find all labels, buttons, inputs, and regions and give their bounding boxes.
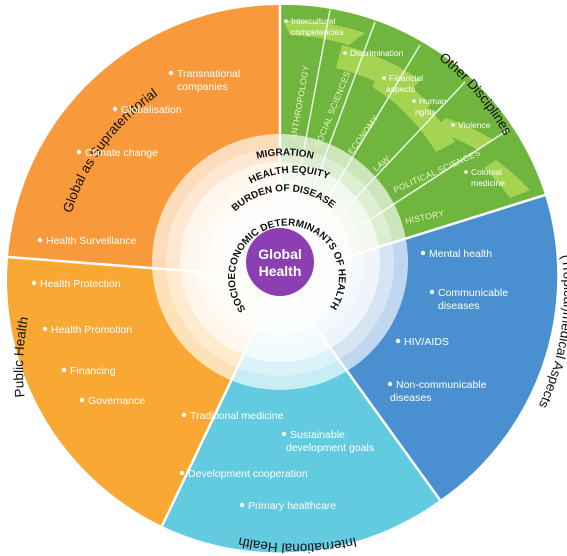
item-intercultural-line2: competencies — [291, 27, 343, 37]
item-primary-healthcare: Primary healthcare — [248, 500, 336, 512]
item-traditional-medicine: Traditional medicine — [190, 410, 284, 422]
bullet-icon — [284, 19, 288, 23]
item-health-protection: Health Protection — [40, 278, 121, 290]
item-health-surveillance: Health Surveillance — [46, 235, 137, 247]
bullet-icon — [61, 367, 67, 373]
bullet-icon — [37, 237, 43, 243]
bullet-icon — [31, 280, 37, 286]
other-items: Intercultural competencies Discriminatio… — [284, 16, 505, 188]
center-label-line1: Global — [258, 246, 302, 262]
ring-label-migration: MIGRATION — [255, 147, 315, 162]
public-items: Health Surveillance Health Protection He… — [31, 235, 145, 407]
bullet-icon — [281, 431, 287, 437]
bullet-icon — [76, 149, 82, 155]
outer-label-international: International Health — [237, 534, 358, 555]
svg-text:MIGRATION: MIGRATION — [255, 147, 315, 162]
item-financial-line1: Financial — [389, 73, 423, 83]
tropical-items: Mental health Communicable diseases HIV/… — [387, 248, 508, 404]
item-mental-health: Mental health — [429, 248, 492, 260]
svg-text:International Health: International Health — [237, 534, 358, 555]
item-non-communicable-line2: diseases — [390, 392, 431, 404]
item-non-communicable-line1: Non-communicable — [396, 379, 487, 391]
item-development-cooperation: Development cooperation — [188, 468, 308, 480]
item-colonial-line2: medicine — [471, 178, 505, 188]
item-human-rights-line2: rights — [415, 107, 436, 117]
item-globalisation: Globalisation — [121, 104, 182, 116]
bullet-icon — [168, 70, 174, 76]
sector-international-health — [162, 278, 440, 553]
item-financial-line2: aspects — [386, 84, 415, 94]
bullet-icon — [112, 106, 118, 112]
bullet-icon — [382, 76, 386, 80]
bullet-icon — [239, 502, 245, 508]
item-communicable-line2: diseases — [438, 300, 479, 312]
item-colonial-line1: Colonial — [471, 167, 502, 177]
band-violence — [432, 118, 494, 150]
item-hiv-aids: HIV/AIDS — [404, 336, 449, 348]
bullet-icon — [451, 123, 455, 127]
bullet-icon — [42, 326, 48, 332]
bullet-icon — [387, 381, 393, 387]
bullet-icon — [464, 170, 468, 174]
bullet-icon — [395, 338, 401, 344]
item-governance: Governance — [88, 395, 145, 407]
item-violence: Violence — [458, 120, 491, 130]
bullet-icon — [343, 51, 347, 55]
band-intercultural — [283, 19, 365, 45]
center-circle — [246, 228, 314, 296]
global-items: Transnational companies Globalisation Cl… — [76, 68, 240, 159]
item-climate-change: Climate change — [85, 147, 158, 159]
item-sdg-line2: development goals — [286, 442, 374, 454]
item-communicable-line1: Communicable — [438, 287, 508, 299]
item-sdg-line1: Sustainable — [290, 429, 345, 441]
item-transnational-line1: Transnational — [177, 68, 240, 80]
bullet-icon — [429, 289, 435, 295]
item-financing: Financing — [70, 365, 116, 377]
band-colonial — [484, 160, 530, 198]
bullet-icon — [79, 397, 85, 403]
item-health-promotion: Health Promotion — [51, 324, 132, 336]
item-human-rights-line1: Human — [419, 96, 447, 106]
bullet-icon — [181, 412, 187, 418]
item-discrimination: Discrimination — [350, 48, 404, 58]
international-items: Traditional medicine Sustainable develop… — [179, 410, 374, 512]
bullet-icon — [420, 250, 426, 256]
item-transnational-line2: companies — [177, 81, 228, 93]
center-label-line2: Health — [259, 263, 302, 279]
bullet-icon — [412, 99, 416, 103]
bullet-icon — [179, 470, 185, 476]
item-intercultural-line1: Intercultural — [291, 16, 336, 26]
